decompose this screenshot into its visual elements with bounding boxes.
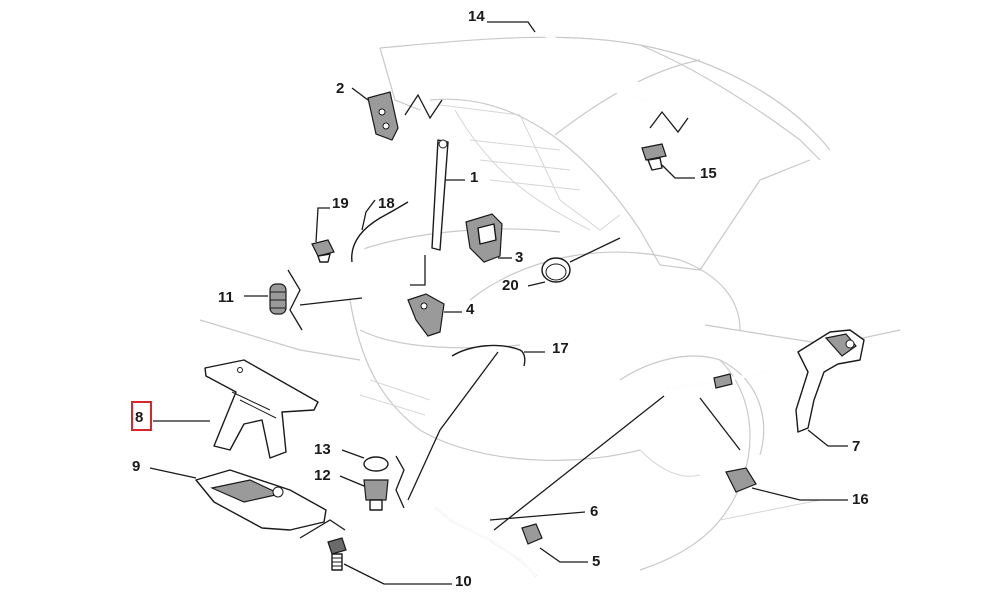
leader-18	[361, 199, 376, 231]
leader-1b	[410, 255, 426, 286]
callout-10: 10	[455, 573, 472, 590]
leader-6	[489, 511, 586, 521]
part-4-latch	[407, 293, 445, 337]
leader-2	[351, 87, 369, 101]
callout-13: 13	[314, 441, 331, 458]
callout-14: 14	[468, 8, 485, 25]
part-1-prop-rod	[431, 139, 449, 251]
part-19-grommet	[311, 239, 335, 263]
callout-9: 9	[132, 458, 140, 475]
callout-8: 8	[135, 409, 143, 426]
leader-9	[149, 467, 197, 479]
callout-4: 4	[466, 301, 475, 318]
part-9-underbody-plate	[195, 469, 327, 531]
part-10-bolt	[327, 537, 347, 571]
leader-9b	[299, 519, 346, 539]
leader-11c	[299, 297, 363, 306]
callout-7: 7	[852, 438, 860, 455]
callout-15: 15	[700, 165, 717, 182]
leader-17b	[407, 351, 499, 501]
leader-7	[807, 429, 848, 447]
callout-2: 2	[336, 80, 344, 97]
callout-12: 12	[314, 467, 331, 484]
leader-6c	[699, 397, 741, 451]
part-15-clip	[641, 143, 667, 171]
part-20-cap	[541, 257, 571, 283]
leader-13	[341, 449, 365, 459]
callout-20: 20	[502, 277, 519, 294]
callout-17: 17	[552, 340, 569, 357]
part-6-release-cable	[435, 369, 773, 577]
part-17-seal	[451, 344, 526, 367]
leader-11b	[287, 269, 303, 331]
leader-15	[661, 164, 695, 179]
callout-3: 3	[515, 249, 523, 266]
callout-1: 1	[470, 169, 478, 186]
part-18-hose	[351, 201, 409, 263]
leader-14	[487, 21, 536, 33]
part-14-seal-strip	[534, 31, 713, 119]
callout-8-highlight	[131, 401, 152, 431]
callout-6: 6	[590, 503, 598, 520]
leader-16	[751, 487, 848, 501]
callout-18: 18	[378, 195, 395, 212]
leader-2b	[404, 93, 443, 120]
leader-12	[339, 475, 365, 487]
leader-6b	[493, 395, 665, 531]
leader-20b	[569, 237, 621, 263]
part-8-latch-support	[204, 359, 319, 459]
part-2-hinge-bracket	[367, 91, 399, 141]
callout-16: 16	[852, 491, 869, 508]
part-16-clip	[725, 467, 757, 493]
leader-5	[539, 547, 588, 563]
part-13-cap	[363, 456, 389, 472]
leader-12b	[395, 455, 405, 509]
part-12-grommet	[363, 479, 389, 511]
part-7-release-lever	[795, 329, 865, 433]
part-11-buffer	[269, 283, 287, 315]
part-3-latch-bracket	[465, 213, 503, 263]
leader-10	[343, 563, 452, 585]
car-body-outline	[199, 36, 901, 571]
callout-5: 5	[592, 553, 600, 570]
leader-20	[527, 281, 546, 287]
leader-19	[315, 207, 330, 243]
part-5-grommet	[521, 523, 543, 545]
callout-11: 11	[218, 289, 234, 306]
callout-19: 19	[332, 195, 349, 212]
leader-14b	[649, 110, 689, 134]
